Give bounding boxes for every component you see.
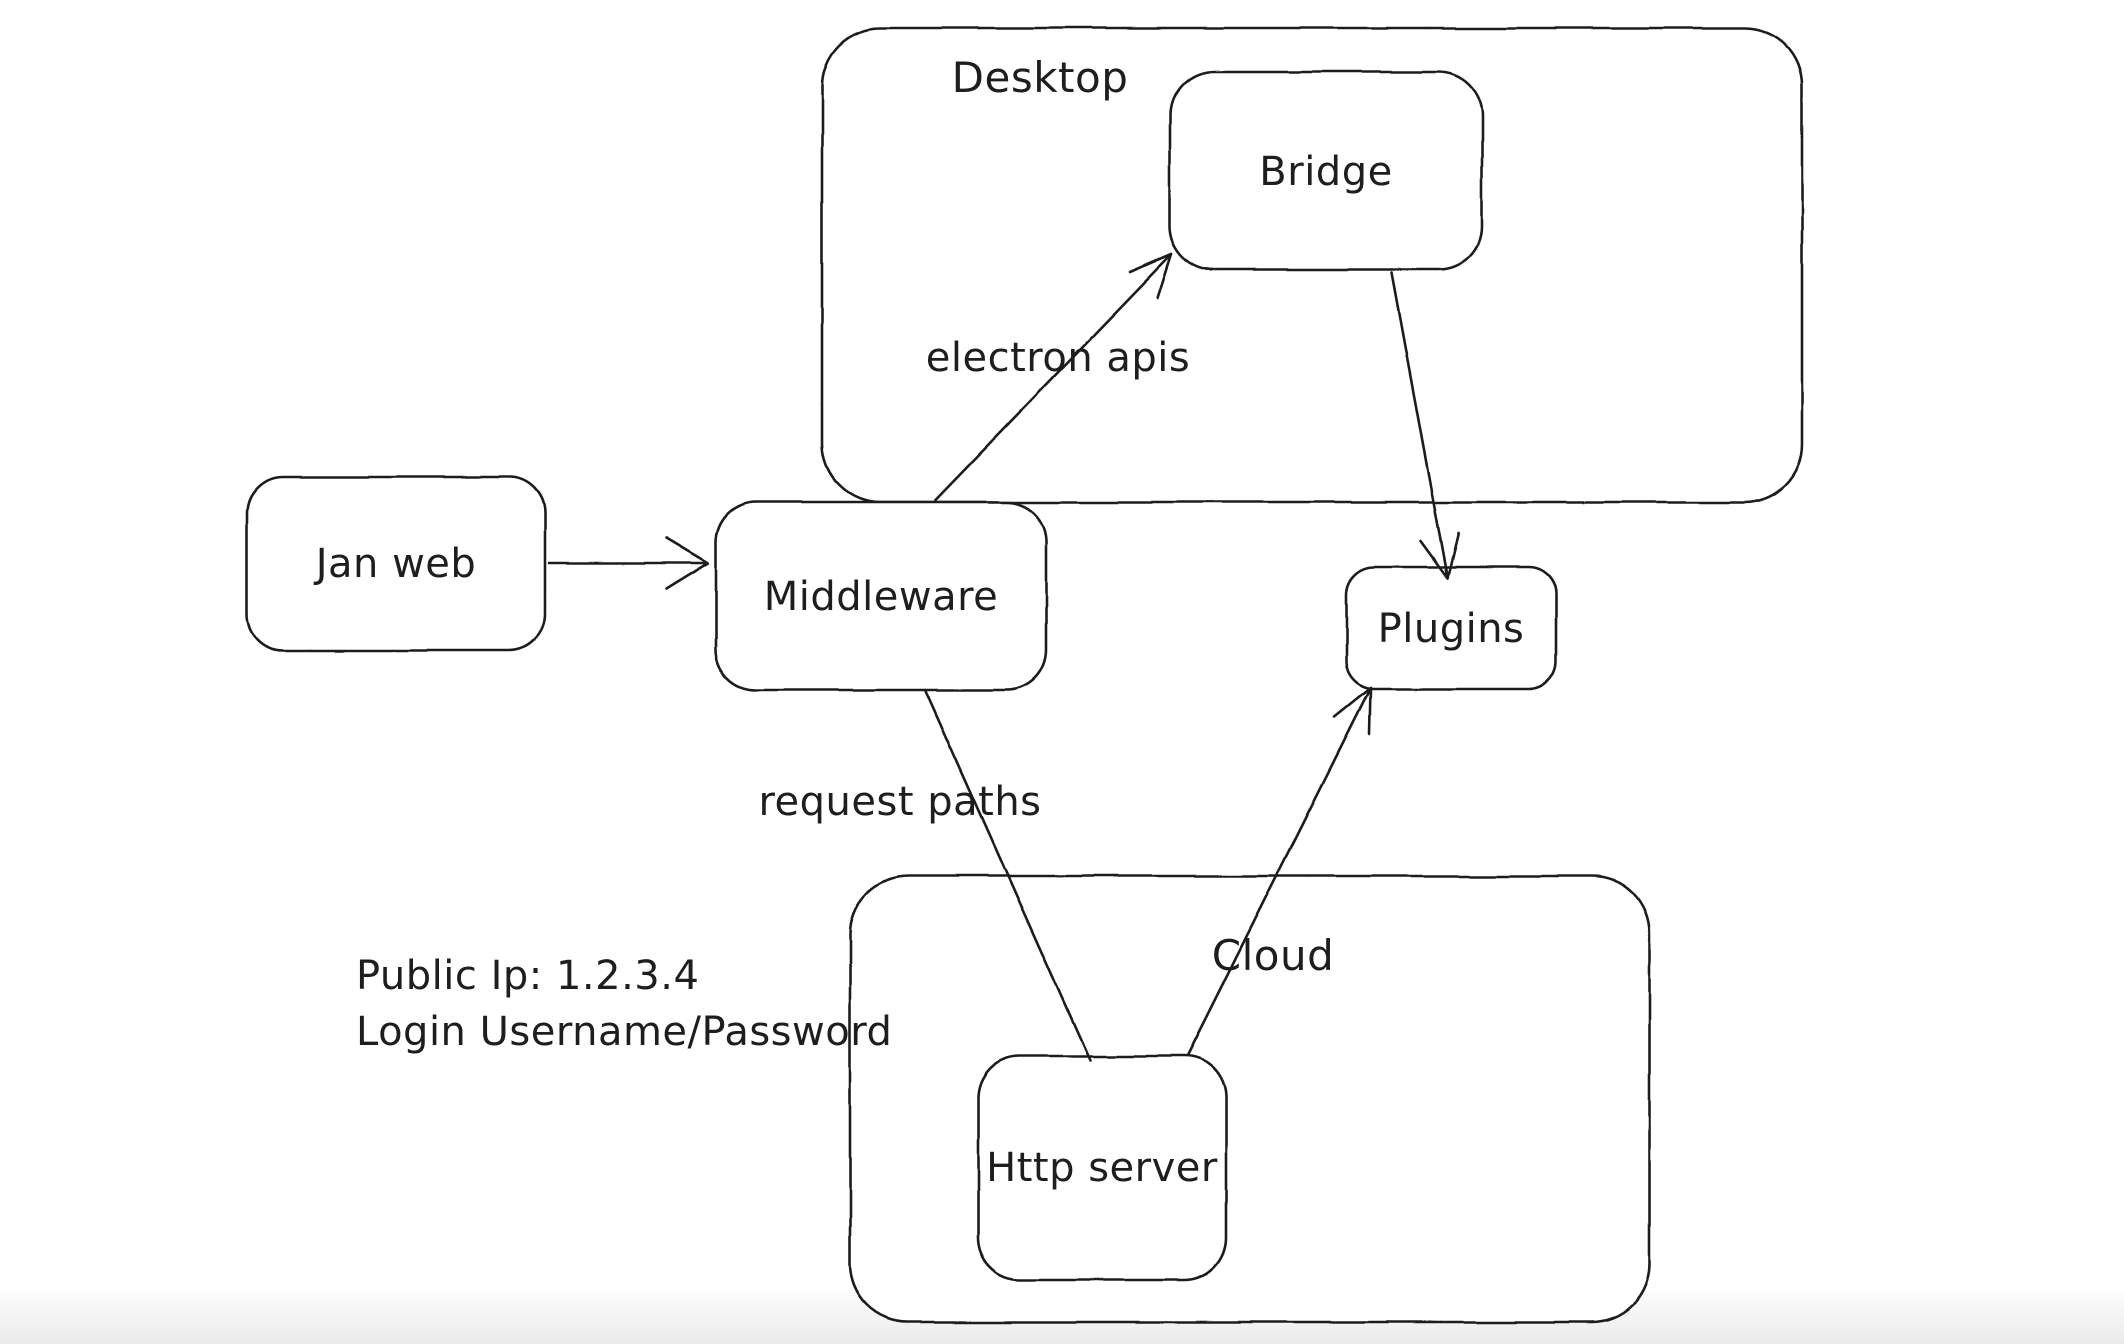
node-label-middleware[interactable]: Middleware xyxy=(763,574,999,620)
arrowhead xyxy=(664,536,710,591)
arrowhead xyxy=(1419,531,1461,580)
edge-label-electron-apis[interactable]: electron apis xyxy=(925,335,1191,381)
connector-shaft xyxy=(923,688,1092,1062)
arrow-http-server-to-plugins[interactable] xyxy=(1185,686,1373,1058)
arrowhead xyxy=(1333,686,1373,736)
group-label-desktop[interactable]: Desktop xyxy=(951,52,1129,102)
node-box-http-server[interactable] xyxy=(976,1054,1228,1282)
node-box-bridge[interactable] xyxy=(1168,70,1484,272)
annotation-public-ip[interactable]: Public Ip: 1.2.3.4 xyxy=(356,953,700,999)
arrow-jan-web-to-middleware[interactable] xyxy=(547,536,710,591)
arrow-shaft xyxy=(1185,686,1373,1058)
node-label-plugins[interactable]: Plugins xyxy=(1377,606,1525,652)
arrow-shaft xyxy=(1390,271,1450,580)
node-box-jan-web[interactable] xyxy=(245,475,547,652)
arrow-shaft xyxy=(933,252,1174,502)
annotation-login[interactable]: Login Username/Password xyxy=(356,1009,893,1055)
arrow-middleware-to-bridge[interactable] xyxy=(933,252,1174,502)
node-label-jan-web[interactable]: Jan web xyxy=(315,541,477,587)
line-middleware-to-http-server[interactable] xyxy=(923,688,1092,1062)
node-label-http-server[interactable]: Http server xyxy=(986,1145,1218,1191)
node-label-bridge[interactable]: Bridge xyxy=(1259,149,1393,195)
node-box-middleware[interactable] xyxy=(714,500,1048,692)
group-label-cloud[interactable]: Cloud xyxy=(1211,930,1335,980)
arrow-bridge-to-plugins[interactable] xyxy=(1390,271,1461,580)
edge-label-request-paths[interactable]: request paths xyxy=(758,779,1042,825)
arrowhead xyxy=(1128,252,1174,300)
